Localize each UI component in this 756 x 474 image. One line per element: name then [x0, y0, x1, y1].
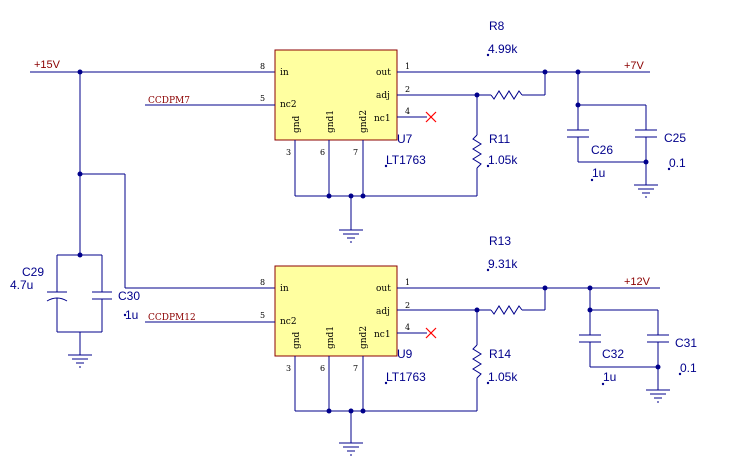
u7-pin-gnd: gnd	[292, 115, 302, 133]
r13-ref: R13	[489, 234, 511, 248]
u9-no-connect-icon	[425, 327, 437, 339]
ground-symbol-12v	[646, 389, 670, 403]
capacitor-c30	[92, 255, 112, 332]
u9-pinnum-out: 1	[405, 278, 410, 287]
u7-pin-nc2: nc2	[280, 100, 297, 110]
c29-value: 4.7u	[10, 278, 33, 292]
u9-pinnum-in: 8	[260, 278, 265, 287]
u7-pin-in: in	[280, 68, 289, 78]
r11-value: 1.05k	[488, 153, 518, 167]
u9-pin-nc2: nc2	[280, 317, 297, 327]
r8-value: 4.99k	[488, 42, 518, 56]
c25-value: 0.1	[669, 156, 686, 170]
u7-pin-out: out	[376, 68, 391, 78]
c26-value: 1u	[592, 166, 605, 180]
c31-value: 0.1	[680, 361, 697, 375]
capacitor-c25	[635, 129, 657, 185]
u9-pin-gnd1: gnd1	[326, 326, 336, 349]
u7-pinnum-nc1: 4	[405, 107, 410, 116]
net-label-ccdpm7: CCDPM7	[148, 96, 190, 106]
c30-ref: C30	[118, 289, 140, 303]
u9-part: LT1763	[386, 370, 426, 384]
u9-pin-adj: adj	[376, 307, 390, 317]
input-section: +15V C29 4.7u C30 1u	[10, 59, 275, 368]
r11-ref: R11	[489, 132, 510, 146]
c29-ref: C29	[22, 265, 44, 279]
u7-part: LT1763	[386, 153, 426, 167]
c31-ref: C31	[675, 336, 697, 350]
u9-pinnum-gnd1: 6	[320, 364, 325, 373]
u7-pinnum-gnd: 3	[286, 148, 291, 157]
ground-symbol-u7	[339, 229, 363, 243]
ground-symbol-u9	[339, 442, 363, 456]
ground-symbol-input	[68, 354, 92, 368]
u9-pinnum-gnd: 3	[286, 364, 291, 373]
c32-value: 1u	[603, 370, 616, 384]
u7-pinnum-in: 8	[260, 62, 265, 71]
resistor-r11	[472, 95, 482, 196]
u7-pinnum-adj: 2	[405, 85, 410, 94]
u7-pin-nc1: nc1	[374, 114, 391, 124]
u7-pin-gnd1: gnd1	[326, 110, 336, 133]
u7-pin-gnd2: gnd2	[359, 110, 369, 133]
c25-ref: C25	[664, 131, 686, 145]
regulator-u9: in nc2 out adj nc1 gnd gnd1 gnd2 8 5 1 2…	[260, 265, 426, 385]
u7-pinnum-gnd2: 7	[353, 148, 358, 157]
u9-pinnum-gnd2: 7	[353, 364, 358, 373]
u9-body	[274, 265, 398, 357]
resistor-r14	[472, 310, 482, 411]
u9-pin-gnd: gnd	[292, 331, 302, 349]
c26-ref: C26	[591, 143, 613, 157]
u7-body	[274, 49, 398, 141]
capacitor-c26	[567, 129, 589, 162]
capacitor-c31	[647, 334, 669, 390]
u9-pin-gnd2: gnd2	[359, 326, 369, 349]
c30-value: 1u	[125, 308, 138, 322]
net-label-15v: +15V	[34, 59, 61, 71]
r14-value: 1.05k	[488, 370, 518, 384]
u9-pinnum-adj: 2	[405, 301, 410, 310]
c32-ref: C32	[602, 347, 624, 361]
u9-pin-nc1: nc1	[374, 330, 391, 340]
capacitor-c32	[579, 334, 601, 367]
u7-pinnum-out: 1	[405, 62, 410, 71]
net-label-7v: +7V	[624, 60, 645, 72]
u7-pin-adj: adj	[376, 91, 390, 101]
u9-ref: U9	[397, 347, 413, 361]
capacitor-c29	[46, 255, 68, 332]
u9-pin-in: in	[280, 284, 289, 294]
u7-pinnum-gnd1: 6	[320, 148, 325, 157]
r8-ref: R8	[489, 19, 505, 33]
ground-symbol-7v	[634, 184, 658, 198]
r13-value: 9.31k	[488, 257, 518, 271]
u7-ref: U7	[397, 132, 413, 146]
u9-pinnum-nc2: 5	[260, 311, 265, 320]
u9-pinnum-nc1: 4	[405, 323, 410, 332]
net-label-12v: +12V	[624, 276, 651, 288]
u9-pin-out: out	[376, 284, 391, 294]
resistor-r8	[397, 72, 546, 100]
u7-pinnum-nc2: 5	[260, 94, 265, 103]
regulator-u7: in nc2 out adj nc1 gnd gnd1 gnd2 8 5 1 2…	[260, 49, 426, 168]
u7-no-connect-icon	[425, 111, 437, 123]
net-label-ccdpm12: CCDPM12	[148, 313, 196, 323]
r14-ref: R14	[489, 347, 511, 361]
resistor-r13	[397, 288, 546, 315]
